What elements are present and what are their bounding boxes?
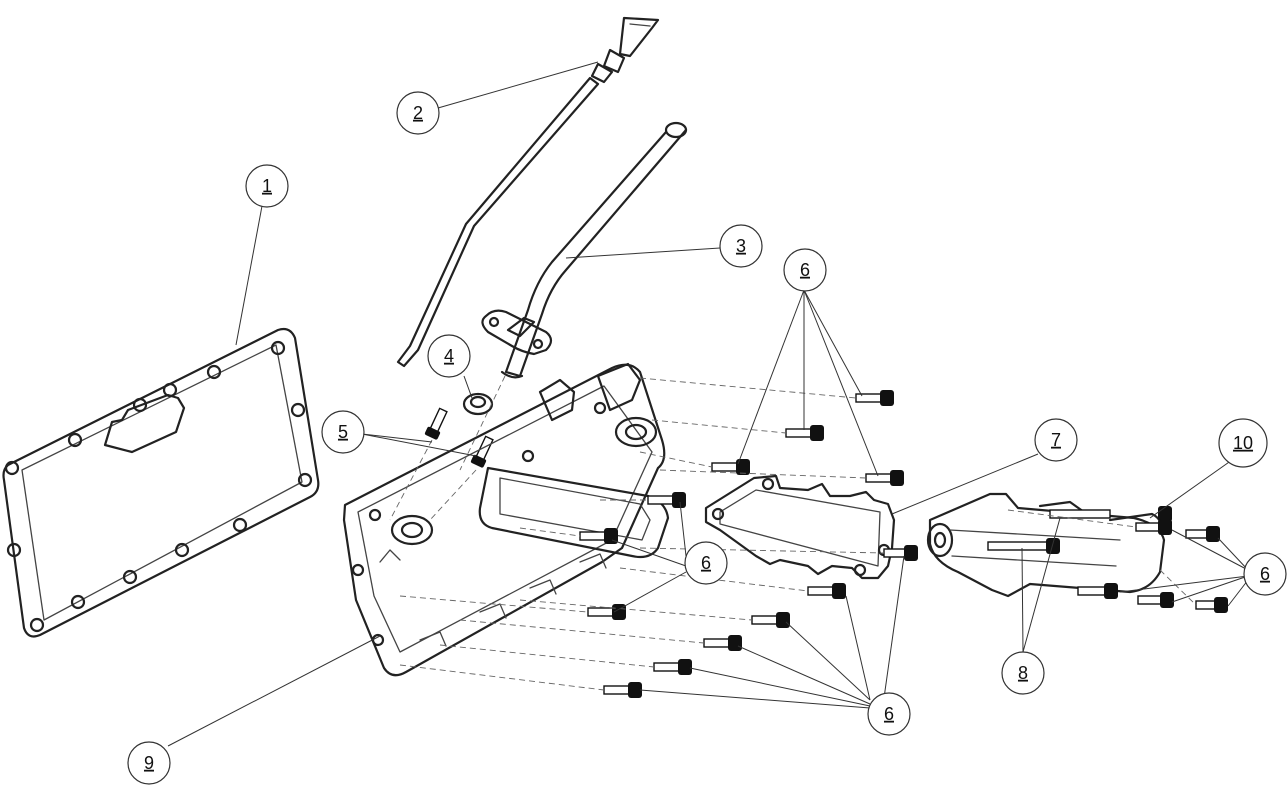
callout-4: 4 <box>427 334 471 378</box>
dipstick-tube-part-3 <box>481 121 688 379</box>
leader-lines <box>167 61 1249 747</box>
dipstick-part-2 <box>396 16 660 368</box>
callout-7: 7 <box>1034 418 1078 462</box>
callout-9-label: 9 <box>144 753 154 773</box>
callout-5-label: 5 <box>338 422 348 442</box>
housing-part-8 <box>926 492 1166 598</box>
callout-8-label: 8 <box>1018 663 1028 683</box>
callout-6-right: 6 <box>1243 552 1287 596</box>
callout-10-label: 10 <box>1233 433 1253 453</box>
seal-part-4 <box>462 392 494 416</box>
gasket-part-1 <box>2 327 320 638</box>
callout-6-top: 6 <box>783 248 827 292</box>
callout-6-bottom: 6 <box>867 692 911 736</box>
callout-2-label: 2 <box>413 103 423 123</box>
gasket-part-7 <box>704 474 896 580</box>
callout-9: 9 <box>127 741 171 785</box>
callout-6-middle: 6 <box>684 541 728 585</box>
callout-6-top-label: 6 <box>800 260 810 280</box>
callout-4-label: 4 <box>444 346 454 366</box>
callout-6-bottom-label: 6 <box>884 704 894 724</box>
callout-6-middle-label: 6 <box>701 553 711 573</box>
callout-1-label: 1 <box>262 176 272 196</box>
callout-6-right-label: 6 <box>1260 564 1270 584</box>
callout-3-label: 3 <box>736 236 746 256</box>
callout-10: 10 <box>1218 418 1268 468</box>
callout-2: 2 <box>396 91 440 135</box>
assembly-lines <box>389 375 1197 691</box>
callout-7-label: 7 <box>1051 430 1061 450</box>
callout-1: 1 <box>245 164 289 208</box>
main-cover-part-9 <box>342 362 670 677</box>
callout-3: 3 <box>719 224 763 268</box>
callout-5: 5 <box>321 410 365 454</box>
screws-part-5 <box>424 407 494 468</box>
bolts-part-6 <box>579 390 1228 698</box>
callout-8: 8 <box>1001 651 1045 695</box>
